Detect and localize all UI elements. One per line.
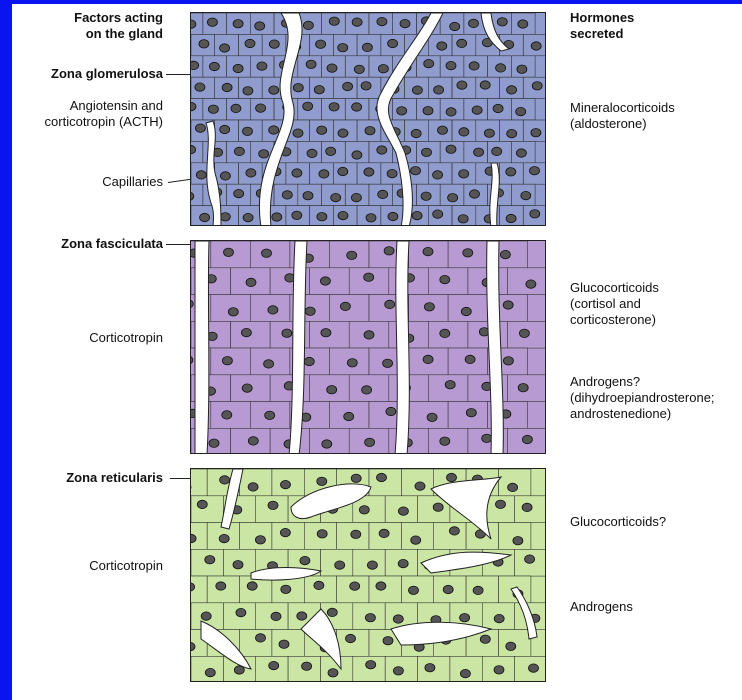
zona-fasciculata-illustration [190, 240, 546, 454]
glomerulosa-hormone-line-1: Mineralocorticoids [570, 100, 675, 116]
zona-fasciculata-leader [166, 244, 190, 245]
zona-glomerulosa-leader [166, 74, 190, 75]
zona-reticularis-illustration [190, 468, 546, 682]
glomerulosa-factor-line-2: corticotropin (ACTH) [20, 114, 163, 130]
capillaries-label: Capillaries [20, 174, 163, 190]
fasciculata-hormone-1-line-3: corticosterone) [570, 312, 656, 328]
reticularis-factor: Corticotropin [20, 558, 163, 574]
fasciculata-hormone-2-line-3: androstenedione) [570, 406, 671, 422]
fasciculata-hormone-1-line-2: (cortisol and [570, 296, 641, 312]
fasciculata-hormone-2-line-1: Androgens? [570, 374, 640, 390]
fasciculata-hormone-1-line-1: Glucocorticoids [570, 280, 659, 296]
zona-glomerulosa-illustration [190, 12, 546, 226]
left-header-line-2: on the gland [40, 26, 163, 42]
left-header-line-1: Factors acting [40, 10, 163, 26]
zona-reticularis-leader [170, 478, 190, 479]
right-header-line-2: secreted [570, 26, 623, 42]
reticularis-hormone-2: Androgens [570, 599, 633, 615]
glomerulosa-factor-line-1: Angiotensin and [20, 98, 163, 114]
fasciculata-hormone-2-line-2: (dihydroepiandrosterone; [570, 390, 715, 406]
zona-fasciculata-label: Zona fasciculata [20, 236, 163, 252]
glomerulosa-hormone-line-2: (aldosterone) [570, 116, 647, 132]
reticularis-hormone-1: Glucocorticoids? [570, 514, 666, 530]
zona-glomerulosa-label: Zona glomerulosa [20, 66, 163, 82]
zona-reticularis-label: Zona reticularis [20, 470, 163, 486]
right-header-line-1: Hormones [570, 10, 634, 26]
fasciculata-factor: Corticotropin [20, 330, 163, 346]
